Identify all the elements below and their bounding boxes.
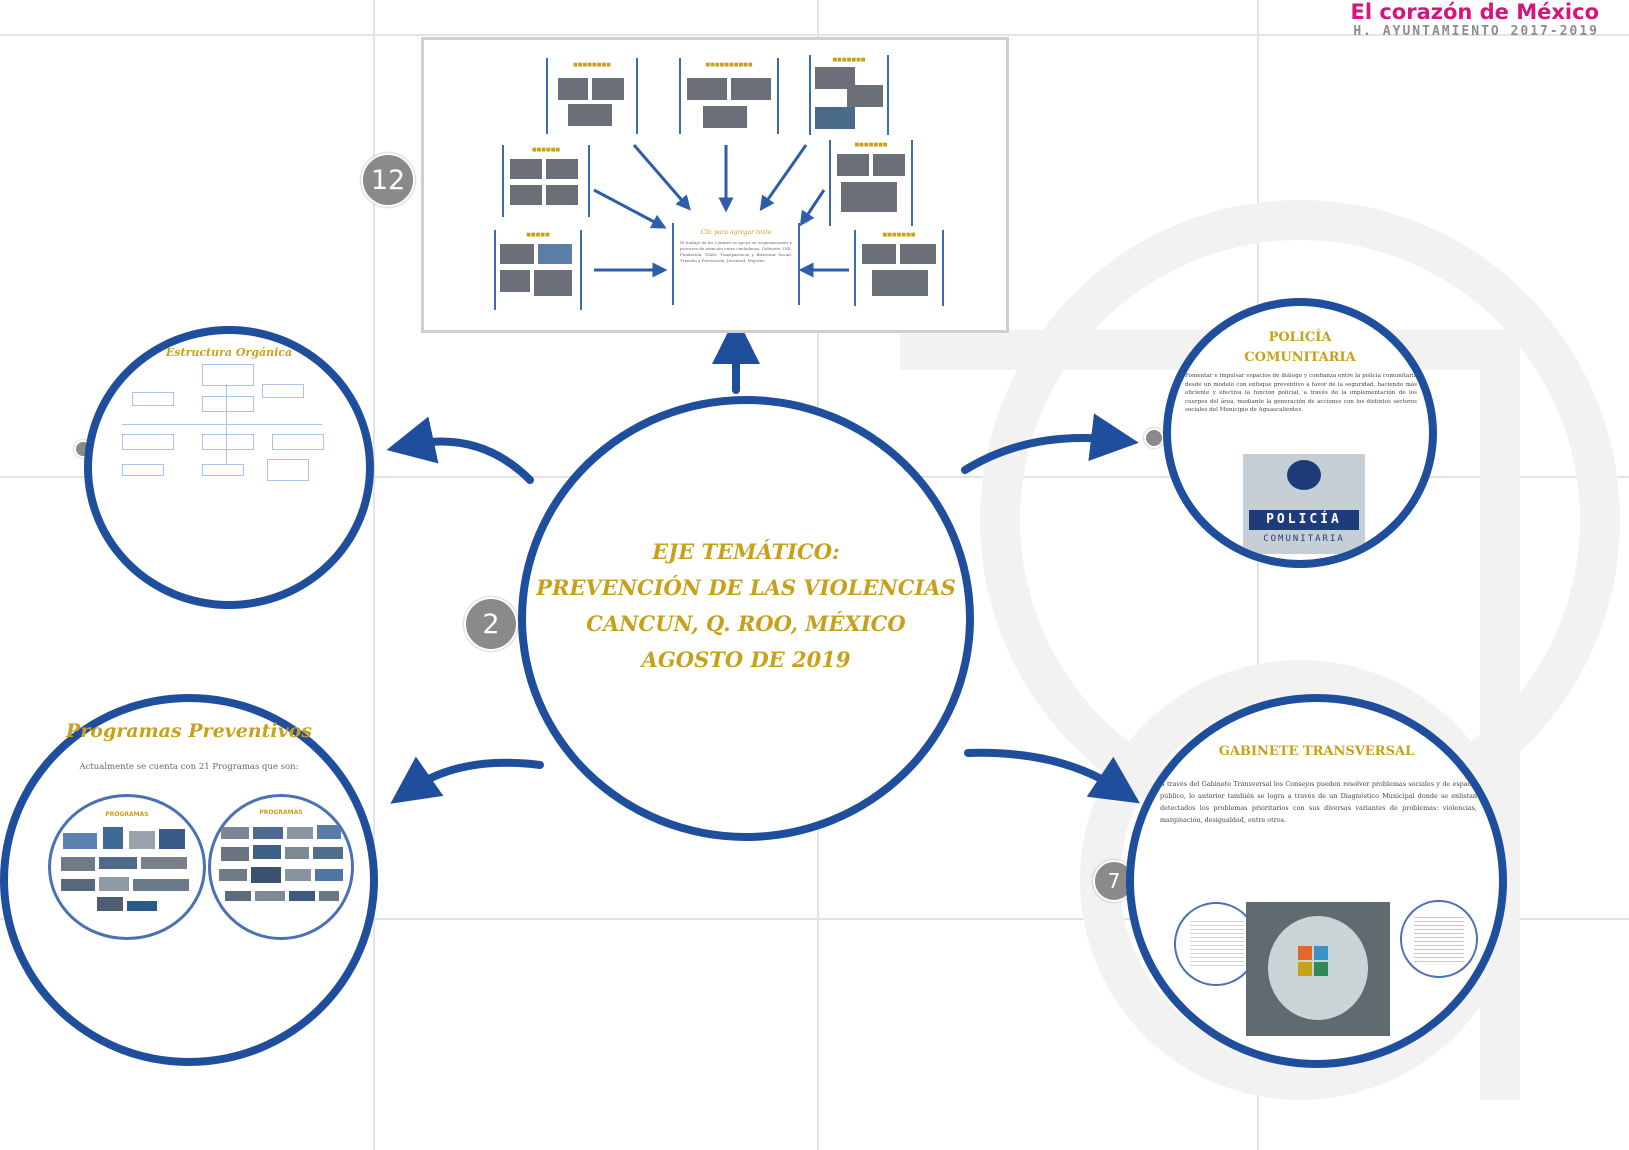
estructura-organica-circle[interactable]: Estructura Orgánica [84, 326, 374, 609]
programas-subtitle: Actualmente se cuenta con 21 Programas q… [79, 762, 299, 772]
center-box-body: El trabajo de los Comités se apoya en or… [680, 240, 793, 263]
estructura-title: Estructura Orgánica [165, 346, 293, 359]
municipality-logo: El corazón de México H. AYUNTAMIENTO 201… [1350, 0, 1599, 39]
gabinete-teamwork-image [1246, 902, 1390, 1036]
center-line-3: CANCUN, Q. ROO, MÉXICO [586, 611, 906, 636]
photo-group: ■■■■■■■ [829, 140, 913, 226]
center-line-1: EJE TEMÁTICO: [652, 539, 840, 564]
programas-group-left[interactable]: PROGRAMAS [48, 794, 206, 940]
center-topic-text: EJE TEMÁTICO: PREVENCIÓN DE LAS VIOLENCI… [526, 534, 966, 678]
programas-title: Programas Preventivos [65, 720, 313, 742]
photo-group: ■■■■■■■ [854, 230, 944, 306]
policia-logo-word2: COMUNITARIA [1263, 534, 1345, 544]
center-line-4: AGOSTO DE 2019 [641, 647, 851, 672]
photo-group: ■■■■■ [494, 230, 582, 310]
slide-number-badge[interactable]: 12 [361, 153, 415, 207]
grid-line [0, 918, 1629, 920]
policia-logo-image: POLICÍA COMUNITARIA [1243, 454, 1365, 554]
programas-preventivos-circle[interactable]: Programas Preventivos Actualmente se cue… [0, 694, 378, 1066]
grid-line [373, 0, 375, 1150]
programas-group-right[interactable]: PROGRAMAS [208, 794, 354, 940]
policia-logo-word: POLICÍA [1249, 510, 1359, 530]
programas-right-label: PROGRAMAS [259, 809, 303, 816]
policia-title-line1: POLICÍA [1268, 330, 1332, 345]
arrow-right-up [961, 413, 1139, 474]
small-badge[interactable] [1144, 428, 1164, 448]
gabinete-transversal-circle[interactable]: GABINETE TRANSVERSAL A través del Gabine… [1126, 694, 1507, 1068]
programas-left-label: PROGRAMAS [105, 811, 149, 818]
photo-group: ■■■■■■ [502, 145, 590, 217]
logo-ayuntamiento: H. AYUNTAMIENTO 2017-2019 [1353, 24, 1599, 39]
arrow-left-down [390, 756, 544, 804]
arrow-left-up [386, 416, 534, 484]
policia-title: POLICÍA COMUNITARIA [1171, 328, 1429, 368]
gabinete-title: GABINETE TRANSVERSAL [1218, 744, 1415, 759]
center-topic-circle[interactable]: EJE TEMÁTICO: PREVENCIÓN DE LAS VIOLENCI… [518, 396, 974, 841]
center-box-title: Clic para agregar texto [700, 229, 772, 236]
arrow-right-down [964, 748, 1140, 804]
slide-arrows [593, 144, 849, 278]
policia-description: Fomentar e impulsar espacios de diálogo … [1185, 373, 1417, 414]
police-badge-icon [1287, 460, 1321, 490]
photo-group: ■■■■■■■ [809, 55, 889, 135]
logo-tagline: El corazón de México [1350, 0, 1599, 24]
gabinete-mini-circle-left[interactable] [1174, 902, 1258, 986]
grid-line [1257, 0, 1259, 1150]
center-line-2: PREVENCIÓN DE LAS VIOLENCIAS [536, 575, 956, 600]
gabinete-mini-circle-right[interactable] [1400, 900, 1478, 978]
photo-group: ■■■■■■■■ [546, 58, 638, 134]
slide-preview-12[interactable]: ■■■■■■■■ ■■■■■■■■■■ ■■■■■■■ ■■■■■■ ■■■■■… [421, 37, 1009, 333]
policia-comunitaria-circle[interactable]: POLICÍA COMUNITARIA Fomentar e impulsar … [1163, 298, 1437, 568]
photo-group: ■■■■■■■■■■ [679, 58, 779, 134]
slide-number-badge[interactable]: 2 [464, 597, 518, 651]
group-title: ■■■■■■■■ [573, 62, 611, 68]
policia-title-line2: COMUNITARIA [1244, 350, 1356, 365]
gabinete-description: A través del Gabinete Transversal los Co… [1160, 780, 1477, 824]
grid-line [0, 34, 1629, 36]
